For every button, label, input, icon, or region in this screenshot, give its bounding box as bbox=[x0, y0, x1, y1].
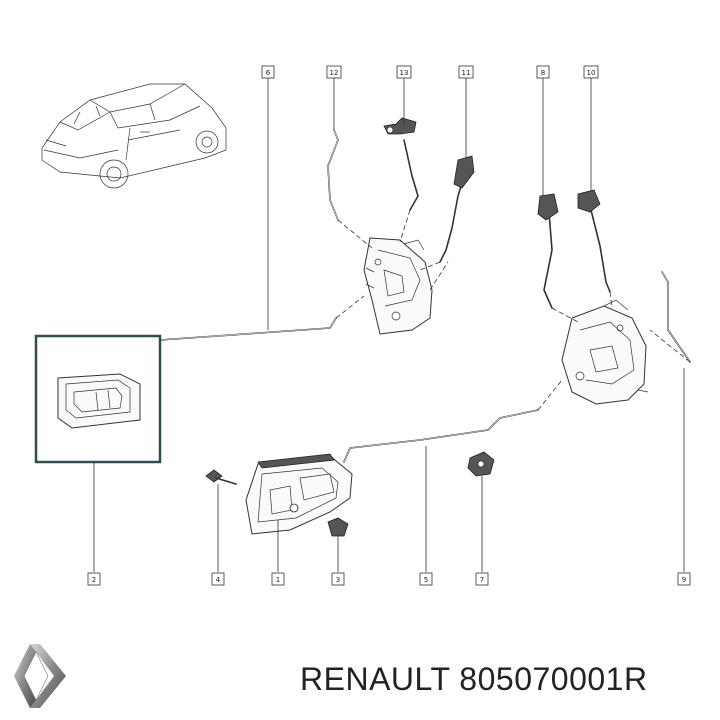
inner-handle-assembly bbox=[205, 453, 353, 537]
callout-13: 13 bbox=[396, 65, 412, 79]
callout-7: 7 bbox=[475, 572, 489, 586]
right-door-lock bbox=[561, 299, 649, 405]
left-door-lock bbox=[363, 237, 433, 335]
callout-8: 8 bbox=[536, 65, 550, 79]
svg-text:12: 12 bbox=[330, 69, 339, 77]
svg-text:5: 5 bbox=[424, 576, 428, 584]
svg-text:4: 4 bbox=[216, 576, 221, 584]
svg-text:7: 7 bbox=[480, 576, 484, 584]
part-number-caption: RENAULT 805070001R bbox=[300, 661, 648, 697]
dashed-links bbox=[335, 209, 691, 411]
svg-text:13: 13 bbox=[400, 69, 409, 77]
svg-text:3: 3 bbox=[336, 576, 340, 584]
callout-6: 6 bbox=[261, 65, 275, 79]
handle-detail-frame bbox=[34, 334, 162, 464]
clips bbox=[383, 117, 601, 477]
callout-4: 4 bbox=[211, 572, 225, 586]
svg-text:6: 6 bbox=[266, 69, 271, 77]
callout-1: 1 bbox=[271, 572, 285, 586]
callout-12: 12 bbox=[326, 65, 342, 79]
callout-11: 11 bbox=[458, 65, 474, 79]
callout-10: 10 bbox=[583, 65, 599, 79]
svg-text:1: 1 bbox=[276, 576, 280, 584]
svg-text:2: 2 bbox=[92, 576, 96, 584]
svg-text:10: 10 bbox=[587, 69, 596, 77]
callout-5: 5 bbox=[419, 572, 433, 586]
svg-text:8: 8 bbox=[541, 69, 545, 77]
svg-text:11: 11 bbox=[462, 69, 471, 77]
renault-diamond-logo bbox=[14, 644, 66, 708]
leader-lines bbox=[93, 78, 685, 572]
car-illustration bbox=[41, 83, 227, 189]
callout-2: 2 bbox=[87, 572, 101, 586]
callout-9: 9 bbox=[677, 572, 691, 586]
callout-3: 3 bbox=[331, 572, 345, 586]
svg-text:9: 9 bbox=[682, 576, 686, 584]
